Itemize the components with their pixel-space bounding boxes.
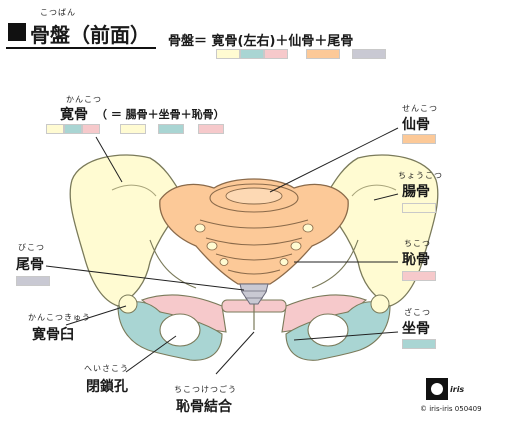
heisakou-ruby: へいさこう <box>84 364 129 373</box>
leader-line-bikotsu <box>45 265 245 291</box>
leader-line-heisakou <box>125 335 177 373</box>
zakotsu-swatch <box>402 339 436 349</box>
leader-line-chikotsuketsugou <box>215 331 255 375</box>
leader-line-zakotsu <box>293 331 399 341</box>
sacral-foramen <box>279 258 289 266</box>
copyright: © iris-iris 050409 <box>420 405 482 413</box>
leader-line-kankotsukyuu <box>65 305 127 326</box>
label-choukotsu: 腸骨 <box>402 184 430 200</box>
left-acetabulum <box>118 294 138 314</box>
label-zakotsu: 坐骨 <box>402 321 430 337</box>
kankotsu-ischium-swatch <box>64 124 82 134</box>
pubis-swatch <box>264 49 288 59</box>
ischium-swatch <box>240 49 264 59</box>
right-pelvic-brim-line <box>311 239 359 289</box>
chikotsuketsugou-ruby: ちこつけつごう <box>174 385 237 394</box>
label-heisakou: 閉鎖孔 <box>86 379 128 395</box>
senkotsu-swatch <box>402 134 436 144</box>
page-title: 骨盤（前面） <box>30 23 150 47</box>
label-senkotsu: 仙骨 <box>402 117 430 133</box>
sacral-canal <box>225 187 283 205</box>
pubis-formula-swatch <box>198 124 224 134</box>
left-pelvic-brim-line <box>149 239 197 289</box>
right-obturator-foramen <box>307 313 349 347</box>
sacral-ridge-2 <box>205 237 303 246</box>
coccyx <box>239 283 269 305</box>
sacral-ridge-4 <box>227 269 281 275</box>
left-ilium <box>69 154 186 307</box>
chikotsu-swatch <box>402 271 436 281</box>
kankotsukyuu-ruby: かんこつきゅう <box>28 313 91 322</box>
leader-line-choukotsu <box>373 193 399 201</box>
left-iliac-crest-line <box>111 184 157 197</box>
senkotsu-ruby: せんこつ <box>402 104 438 113</box>
kankotsu-pubis-swatch <box>82 124 100 134</box>
sacral-foramen <box>302 223 314 233</box>
kankotsu-ruby: かんこつ <box>66 95 102 104</box>
kankotsu-formula: （ ＝ 腸骨＋坐骨＋恥骨） <box>96 108 225 121</box>
sacral-foramen <box>219 258 229 266</box>
label-bikotsu: 尾骨 <box>16 257 44 273</box>
title-ruby: こつばん <box>40 8 76 17</box>
iris-logo-text: iris <box>450 385 465 394</box>
coccyx-swatch <box>352 49 386 59</box>
sacral-foramen <box>206 241 218 251</box>
sacrum-swatch <box>306 49 340 59</box>
label-kankotsukyuu: 寛骨臼 <box>32 327 74 343</box>
label-chikotsu: 恥骨 <box>402 252 430 268</box>
sacral-ridge-3 <box>215 253 293 261</box>
iris-logo-circle <box>431 383 443 395</box>
right-acetabulum <box>370 294 390 314</box>
leader-line-kankotsu <box>95 136 123 183</box>
sacral-foramen <box>290 241 302 251</box>
sacral-foramen <box>194 223 206 233</box>
leader-line-senkotsu <box>269 127 399 193</box>
ilium-swatch <box>216 49 240 59</box>
ischium-formula-swatch <box>158 124 184 134</box>
bikotsu-ruby: びこつ <box>18 243 45 252</box>
pelvis-formula: 骨盤＝ 寛骨(左右)＋仙骨＋尾骨 <box>168 34 354 49</box>
sacral-ridge-1 <box>199 219 309 229</box>
kankotsu-ilium-swatch <box>46 124 64 134</box>
right-iliac-crest-line <box>351 184 397 197</box>
ilium-formula-swatch <box>120 124 146 134</box>
label-kankotsu: 寛骨 <box>60 107 88 123</box>
zakotsu-ruby: ざこつ <box>404 308 431 317</box>
chikotsu-ruby: ちこつ <box>404 239 431 248</box>
choukotsu-swatch <box>402 203 436 213</box>
bikotsu-swatch <box>16 276 50 286</box>
choukotsu-ruby: ちょうこつ <box>398 171 443 180</box>
title-square-icon <box>8 23 26 41</box>
left-obturator-foramen <box>159 313 201 347</box>
sacrum <box>159 178 349 285</box>
label-chikotsuketsugou: 恥骨結合 <box>176 399 232 415</box>
